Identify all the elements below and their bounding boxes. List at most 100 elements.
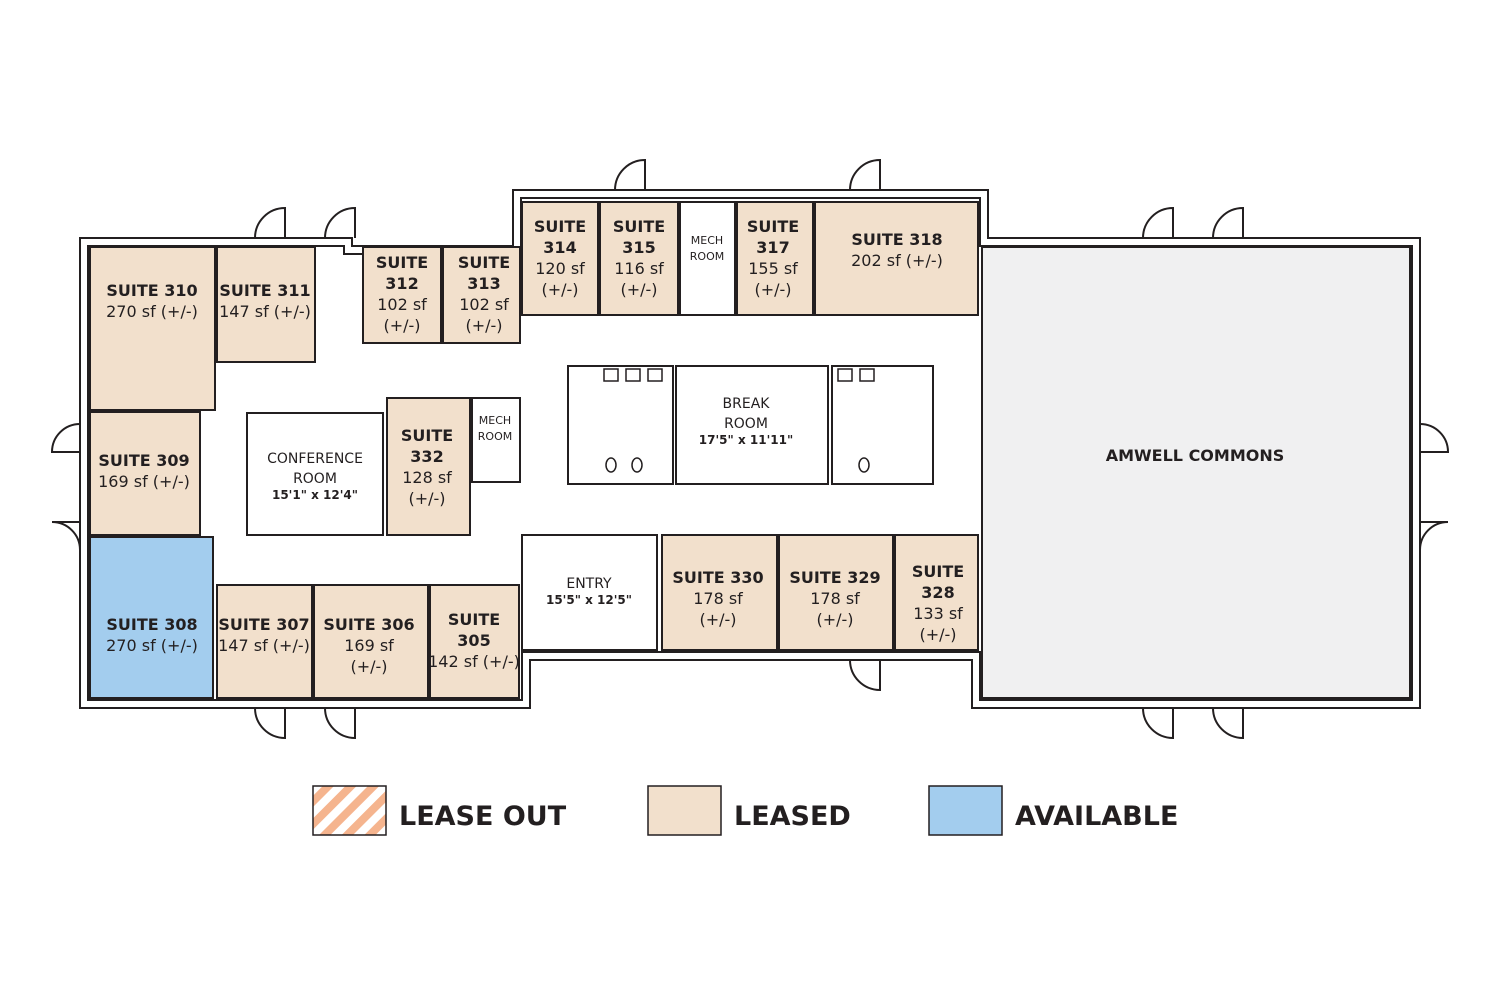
- door-icon[interactable]: [51, 521, 81, 551]
- door-icon[interactable]: [324, 707, 356, 740]
- suite-name: SUITE 311: [219, 281, 310, 300]
- suite-area: 147 sf (+/-): [218, 636, 310, 655]
- suite-name: SUITE 330: [672, 568, 763, 587]
- suite-name: 315: [622, 238, 655, 257]
- suite-332[interactable]: [386, 397, 471, 536]
- suite-307[interactable]: [216, 584, 313, 699]
- toilet-icon: [631, 457, 643, 473]
- suite-name: SUITE: [747, 217, 799, 236]
- room-name: BREAK: [723, 396, 771, 412]
- door-icon[interactable]: [849, 158, 881, 191]
- suite-315[interactable]: [599, 201, 679, 316]
- door-icon[interactable]: [1212, 707, 1244, 740]
- mech-mid-room[interactable]: [471, 397, 521, 483]
- restroom: [567, 365, 674, 485]
- door-icon[interactable]: [849, 659, 881, 692]
- room-dimensions: 17'5" x 11'11": [699, 433, 793, 447]
- commons-room[interactable]: [981, 246, 1411, 699]
- conference-room[interactable]: [246, 412, 384, 536]
- suite-name: SUITE 310: [106, 281, 197, 300]
- suite-name: SUITE: [448, 610, 500, 629]
- door-icon[interactable]: [614, 158, 646, 191]
- room-name: AMWELL COMMONS: [1106, 446, 1285, 465]
- suite-317[interactable]: [736, 201, 814, 316]
- room-name: ROOM: [724, 416, 768, 432]
- suite-329[interactable]: [778, 534, 894, 651]
- suite-306[interactable]: [313, 584, 429, 699]
- suite-name: SUITE: [376, 253, 428, 272]
- door-icon[interactable]: [1212, 206, 1244, 239]
- door-icon[interactable]: [1142, 206, 1174, 239]
- suite-328[interactable]: [894, 534, 979, 651]
- suite-name: SUITE 306: [323, 615, 414, 634]
- suite-area: 270 sf (+/-): [106, 302, 198, 321]
- mech-top-room[interactable]: [679, 201, 736, 316]
- legend-swatch-available: [928, 785, 1003, 836]
- suite-name: SUITE 308: [106, 615, 197, 634]
- suite-name: 305: [457, 631, 490, 650]
- sink-icon: [603, 368, 619, 382]
- suite-area: (+/-): [383, 316, 420, 335]
- room-name: ROOM: [690, 250, 724, 263]
- entry-room[interactable]: [521, 534, 658, 651]
- door-icon[interactable]: [324, 206, 356, 239]
- suite-309[interactable]: [89, 411, 201, 536]
- suite-305[interactable]: [429, 584, 520, 699]
- legend-label: LEASED: [734, 801, 851, 832]
- suite-name: 314: [543, 238, 576, 257]
- suite-area: (+/-): [754, 280, 791, 299]
- suite-name: SUITE 309: [98, 451, 189, 470]
- suite-area: 169 sf: [344, 636, 394, 655]
- door-icon[interactable]: [50, 423, 81, 453]
- suite-308[interactable]: [89, 536, 214, 699]
- room-name: MECH: [479, 414, 511, 427]
- break-room[interactable]: [675, 365, 829, 485]
- suite-area: (+/-): [816, 610, 853, 629]
- legend-swatch-lease-out: [312, 785, 387, 836]
- door-icon[interactable]: [1142, 707, 1174, 740]
- suite-name: SUITE: [613, 217, 665, 236]
- suite-name: 328: [921, 583, 954, 602]
- suite-area: 142 sf (+/-): [428, 652, 520, 671]
- suite-311[interactable]: [216, 246, 316, 363]
- suite-area: 102 sf: [377, 295, 427, 314]
- suite-330[interactable]: [661, 534, 778, 651]
- suite-name: SUITE: [912, 562, 964, 581]
- suite-area: (+/-): [408, 489, 445, 508]
- room-dimensions: 15'5" x 12'5": [546, 593, 632, 607]
- suite-area: 133 sf: [913, 604, 963, 623]
- suite-318[interactable]: [814, 201, 979, 316]
- suite-name: 312: [385, 274, 418, 293]
- door-icon[interactable]: [254, 707, 286, 740]
- suite-name: SUITE: [458, 253, 510, 272]
- room-name: CONFERENCE: [267, 451, 363, 467]
- suite-area: 155 sf: [748, 259, 798, 278]
- sink-icon: [625, 368, 641, 382]
- sink-icon: [837, 368, 853, 382]
- sink-icon: [859, 368, 875, 382]
- suite-area: (+/-): [699, 610, 736, 629]
- suite-area: 270 sf (+/-): [106, 636, 198, 655]
- suite-area: 116 sf: [614, 259, 664, 278]
- suite-314[interactable]: [521, 201, 599, 316]
- suite-313[interactable]: [442, 246, 521, 344]
- legend-swatch-leased: [647, 785, 722, 836]
- legend-label: LEASE OUT: [399, 801, 567, 832]
- suite-area: (+/-): [541, 280, 578, 299]
- door-icon[interactable]: [1419, 423, 1450, 453]
- suite-area: 102 sf: [459, 295, 509, 314]
- suite-area: 178 sf: [810, 589, 860, 608]
- suite-312[interactable]: [362, 246, 442, 344]
- suite-area: 120 sf: [535, 259, 585, 278]
- door-icon[interactable]: [254, 206, 286, 239]
- suite-name: 317: [756, 238, 789, 257]
- room-name: MECH: [691, 234, 723, 247]
- suite-310[interactable]: [89, 246, 216, 411]
- suite-name: 332: [410, 447, 443, 466]
- suite-name: SUITE: [401, 426, 453, 445]
- room-name: ENTRY: [566, 576, 612, 592]
- toilet-icon: [858, 457, 870, 473]
- door-icon[interactable]: [1419, 521, 1449, 551]
- suite-area: 128 sf: [402, 468, 452, 487]
